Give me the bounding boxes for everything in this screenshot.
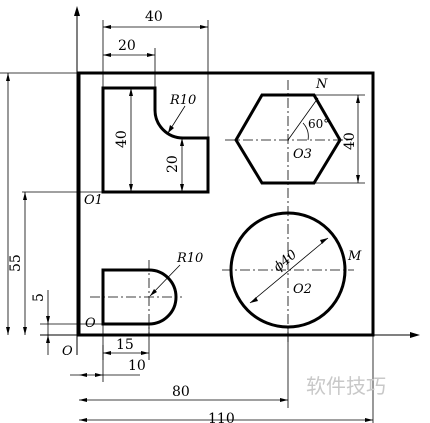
watermark-text: 软件技巧 — [306, 374, 386, 398]
point-o-origin: O — [62, 344, 73, 359]
point-o2: O2 — [293, 282, 312, 297]
point-n: N — [315, 77, 328, 92]
outer-plate — [77, 71, 375, 337]
dim-vert-40: 40 — [114, 130, 130, 148]
dim-phi40: ϕ40 — [271, 247, 300, 275]
dim-bottom-80: 80 — [172, 384, 190, 400]
center-lines — [90, 80, 354, 345]
dim-r10-bottom: R10 — [176, 251, 203, 266]
dimension-lines — [0, 20, 374, 423]
dim-hex-60: 60° — [308, 117, 329, 131]
y-axis-arrow — [74, 6, 80, 16]
rounded-slot — [101, 268, 178, 326]
dim-hex-40: 40 — [342, 132, 358, 150]
dim-top-20: 20 — [118, 38, 136, 54]
dim-left-5: 5 — [31, 293, 47, 302]
point-o-slot: O — [85, 316, 96, 331]
arrowheads — [6, 25, 373, 422]
dim-left-55: 55 — [8, 254, 24, 272]
dim-bottom-10: 10 — [128, 358, 146, 374]
point-o1: O1 — [84, 193, 103, 208]
dim-top-40: 40 — [145, 9, 163, 25]
point-o3: O3 — [293, 147, 312, 162]
dim-bottom-110: 110 — [208, 411, 235, 423]
dim-vert-20: 20 — [165, 155, 181, 173]
dim-r10-top: R10 — [169, 93, 196, 108]
x-axis-arrow — [410, 332, 420, 338]
point-m: M — [347, 249, 362, 264]
dim-bottom-15: 15 — [116, 337, 134, 353]
